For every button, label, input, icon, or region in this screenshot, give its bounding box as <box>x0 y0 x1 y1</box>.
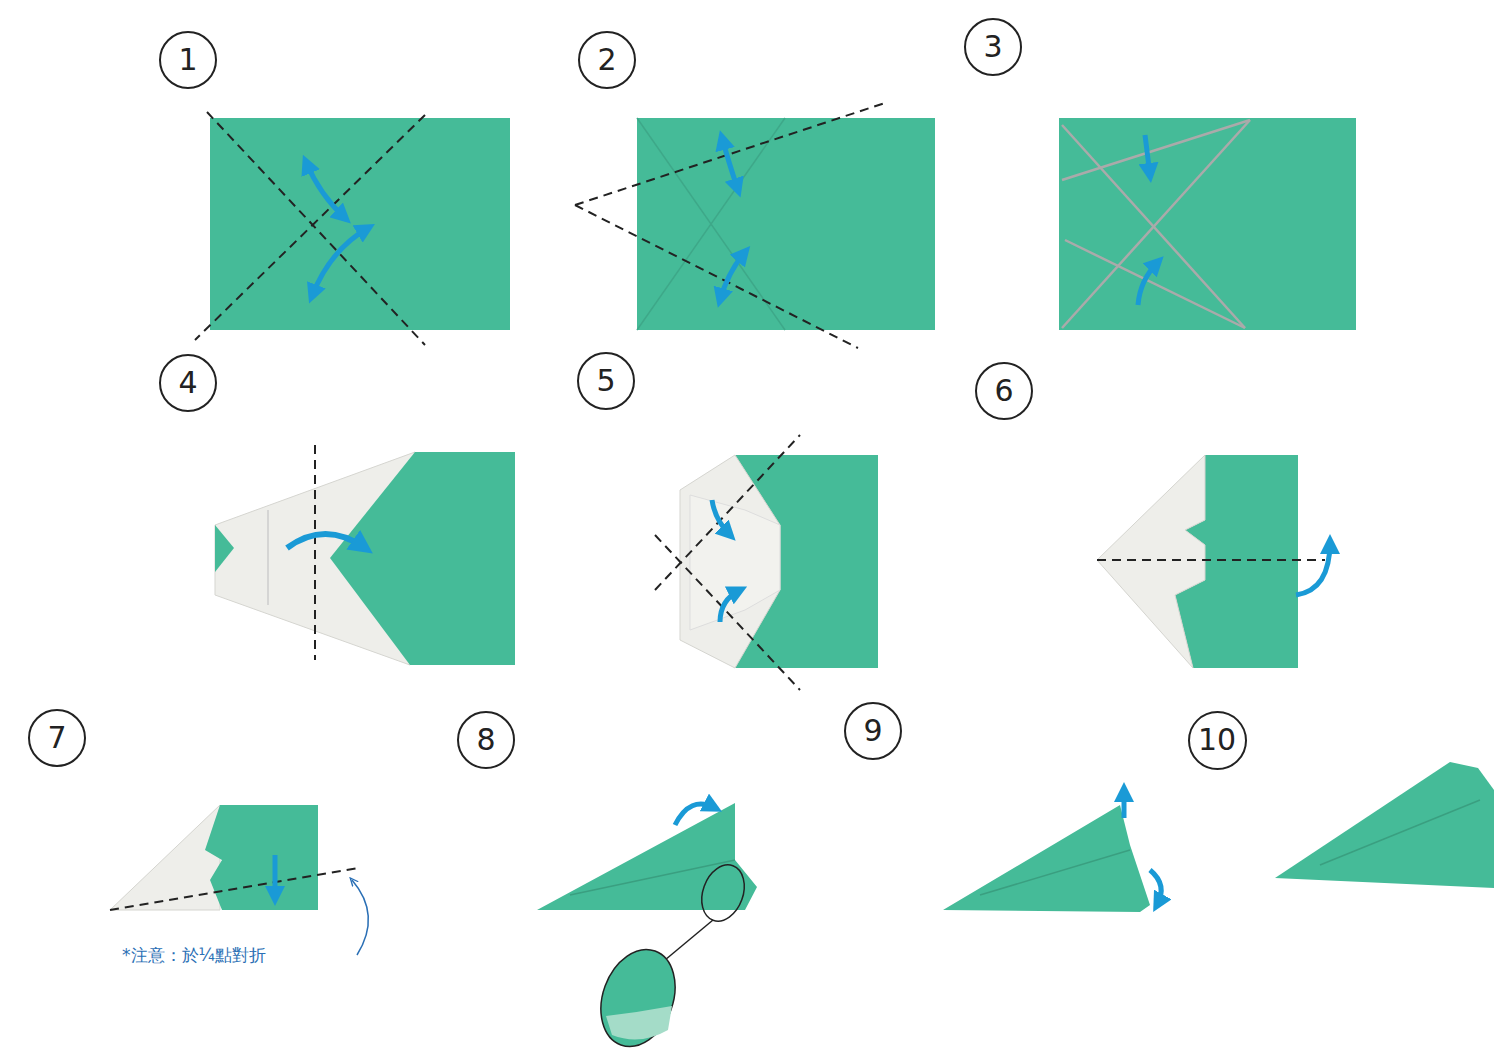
step-number: 3 <box>983 32 1002 62</box>
step-circle: 4 <box>159 354 217 412</box>
step-number: 4 <box>178 368 197 398</box>
step-number: 1 <box>178 45 197 75</box>
step-number: 7 <box>47 723 66 753</box>
step-number: 9 <box>863 716 882 746</box>
step-number: 5 <box>596 366 615 396</box>
step-circle: 10 <box>1188 711 1247 770</box>
step-circle: 5 <box>577 352 635 410</box>
step-number: 8 <box>476 725 495 755</box>
step-circle: 6 <box>975 362 1033 420</box>
note-text: *注意：於¼點對折 <box>120 944 268 967</box>
step-circle: 2 <box>578 31 636 89</box>
step-number: 10 <box>1198 725 1236 755</box>
step-number: 6 <box>994 376 1013 406</box>
step-number: 2 <box>597 45 616 75</box>
step-circle: 9 <box>844 702 902 760</box>
step-circle: 7 <box>28 709 86 767</box>
step-circle: 1 <box>159 31 217 89</box>
step-circle: 3 <box>964 18 1022 76</box>
step-circle: 8 <box>457 711 515 769</box>
